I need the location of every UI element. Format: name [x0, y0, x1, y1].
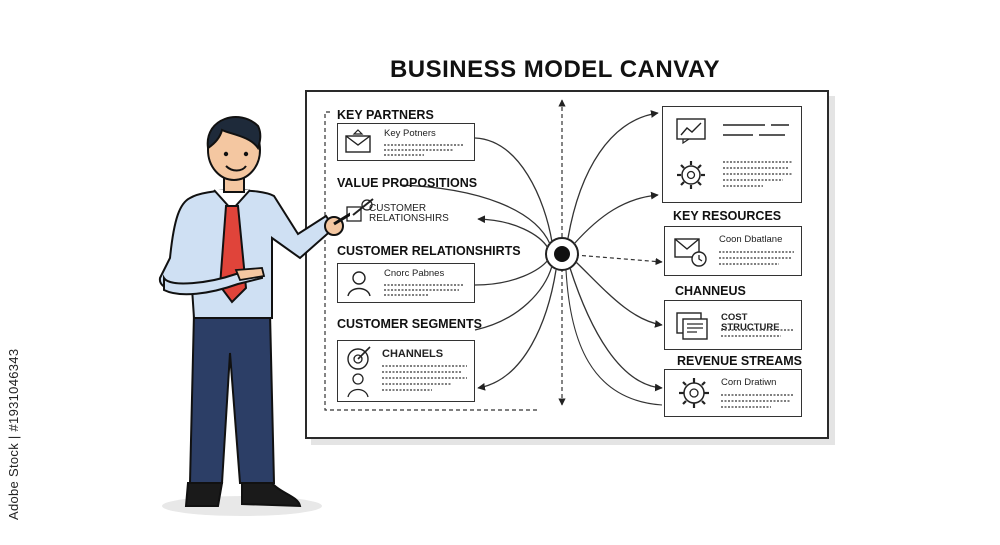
section-key-resources: KEY RESOURCES	[673, 209, 782, 223]
card-value-propositions-text: CUSTOMER RELATIONSHIRS	[369, 203, 449, 224]
pointer-icon	[346, 198, 374, 222]
mail-clock-icon	[674, 238, 707, 267]
presenter-illustration	[158, 116, 350, 516]
card-channels: COST STRUCTURE	[664, 300, 802, 350]
card-key-resources: Coon Dbatlane	[664, 226, 802, 276]
envelope-icon	[345, 129, 371, 153]
section-customer-relationships: CUSTOMER RELATIONSHIRTS	[337, 244, 521, 258]
card-customer-segments-text: CHANNELS	[382, 348, 444, 360]
gear-icon	[679, 378, 709, 408]
section-key-partners: KEY PARTNERS	[337, 108, 434, 122]
section-channels: CHANNEUS	[675, 284, 746, 298]
section-revenue-streams: REVENUE STREAMS	[677, 354, 803, 368]
card-value-propositions: CUSTOMER RELATIONSHIRS	[337, 192, 475, 240]
target-person-icon	[347, 346, 371, 398]
card-revenue-streams-text: Corn Dratiwn	[721, 377, 777, 388]
card-customer-relationships-text: Cnorc Pabnes	[384, 268, 445, 279]
section-value-propositions: VALUE PROPOSITIONS	[337, 176, 478, 190]
chart-icon	[676, 118, 706, 145]
card-revenue-streams: Corn Dratiwn	[664, 369, 802, 417]
diagram-title: BUSINESS MODEL CANVAY	[389, 56, 721, 83]
card-customer-segments: CHANNELS	[337, 340, 475, 402]
section-customer-segments: CUSTOMER SEGMENTS	[337, 317, 482, 331]
card-customer-relationships: Cnorc Pabnes	[337, 263, 475, 303]
gear-icon	[677, 161, 705, 189]
card-key-partners: Key Potners	[337, 123, 475, 161]
people-icon	[347, 271, 371, 297]
card-key-resources-text: Coon Dbatlane	[719, 234, 783, 245]
card-right-top	[662, 106, 802, 203]
documents-icon	[676, 312, 708, 340]
card-channels-text: COST STRUCTURE	[721, 312, 780, 333]
card-key-partners-text: Key Potners	[384, 128, 436, 139]
